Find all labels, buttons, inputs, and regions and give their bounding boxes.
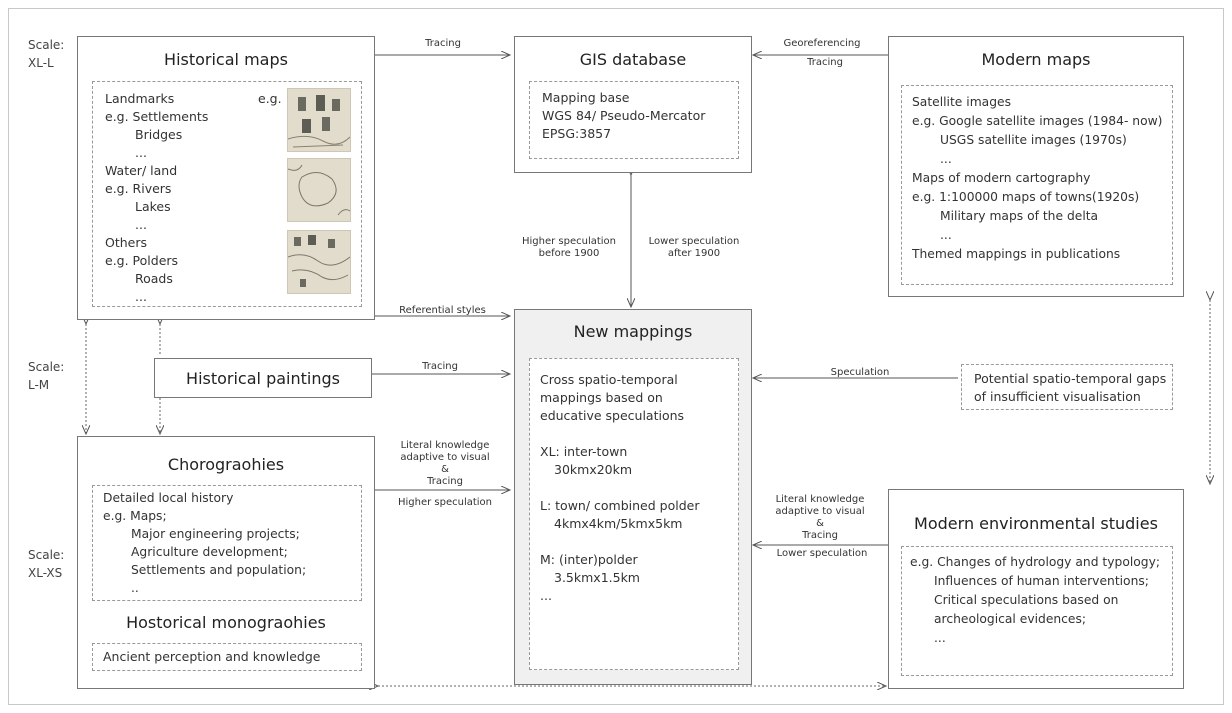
label-higher-speculation-left: Higher speculation [397, 497, 493, 508]
hist-group-others: Others e.g. Polders Roads ... [105, 235, 179, 304]
historical-map-thumbnail-others [287, 230, 351, 294]
gis-database-details: Mapping base WGS 84/ Pseudo-Mercator EPS… [542, 90, 706, 141]
gis-database-box: GIS database Mapping base WGS 84/ Pseudo… [514, 36, 752, 173]
label-tracing-right: Tracing [807, 57, 843, 68]
chorographies-box: Chorograohies Detailed local history e.g… [77, 436, 375, 689]
gis-database-title: GIS database [579, 50, 687, 69]
historical-paintings-box: Historical paintings [154, 358, 372, 398]
scale-label-xl-l: Scale:XL-L [28, 38, 65, 70]
historical-paintings-title: Historical paintings [186, 369, 340, 388]
historical-maps-inner: Landmarks e.g. Settlements Bridges ... W… [92, 81, 362, 307]
label-speculation: Speculation [830, 367, 890, 378]
new-mappings-details: Cross spatio-temporal mappings based on … [540, 372, 700, 603]
modern-environmental-studies-box: Modern environmental studies e.g. Change… [888, 489, 1184, 689]
modern-maps-inner: Satellite images e.g. Google satellite i… [901, 85, 1173, 285]
scale-label-l-m: Scale:L-M [28, 360, 65, 392]
historical-map-thumbnail-water [287, 158, 351, 222]
spatio-temporal-gaps-box: Potential spatio-temporal gaps of insuff… [961, 364, 1173, 410]
chorographies-title: Chorograohies [167, 455, 285, 474]
modern-environmental-studies-inner: e.g. Changes of hydrology and typology; … [901, 546, 1173, 676]
gis-database-inner: Mapping base WGS 84/ Pseudo-Mercator EPS… [529, 81, 739, 159]
historical-maps-title: Historical maps [164, 50, 288, 69]
modern-environmental-studies-title: Modern environmental studies [914, 514, 1158, 533]
diagram-frame [8, 8, 1224, 705]
new-mappings-title: New mappings [573, 322, 693, 341]
monographies-title: Hostorical monograohies [126, 613, 326, 632]
modern-maps-details: Satellite images e.g. Google satellite i… [912, 95, 1163, 261]
historical-maps-box: Historical maps Landmarks e.g. Settlemen… [77, 36, 375, 320]
monographies-inner: Ancient perception and knowledge [92, 643, 362, 671]
modern-maps-box: Modern maps Satellite images e.g. Google… [888, 36, 1184, 297]
spatio-temporal-gaps-text: Potential spatio-temporal gaps of insuff… [974, 371, 1167, 404]
label-tracing-paintings: Tracing [422, 361, 458, 372]
hist-group-water: Water/ land e.g. Rivers Lakes ... [105, 163, 178, 232]
scale-label-xl-xs: Scale:XL-XS [28, 548, 65, 580]
new-mappings-box: New mappings Cross spatio-temporal mappi… [514, 309, 752, 685]
modern-maps-title: Modern maps [981, 50, 1091, 69]
label-lower-speculation-right: Lower speculation [776, 548, 868, 559]
chorographies-details: Detailed local history e.g. Maps; Major … [103, 491, 307, 595]
hist-eg-label: e.g. [258, 91, 282, 106]
new-mappings-inner: Cross spatio-temporal mappings based on … [529, 358, 739, 670]
label-referential-styles: Referential styles [399, 305, 486, 316]
modern-environmental-studies-details: e.g. Changes of hydrology and typology; … [910, 555, 1161, 645]
monographies-details: Ancient perception and knowledge [103, 649, 321, 664]
label-tracing-top: Tracing [425, 38, 461, 49]
chorographies-inner: Detailed local history e.g. Maps; Major … [92, 485, 362, 601]
label-georeferencing: Georeferencing [783, 38, 861, 49]
hist-group-landmarks: Landmarks e.g. Settlements Bridges ... [105, 91, 209, 160]
historical-map-thumbnail-landmarks [287, 88, 351, 152]
